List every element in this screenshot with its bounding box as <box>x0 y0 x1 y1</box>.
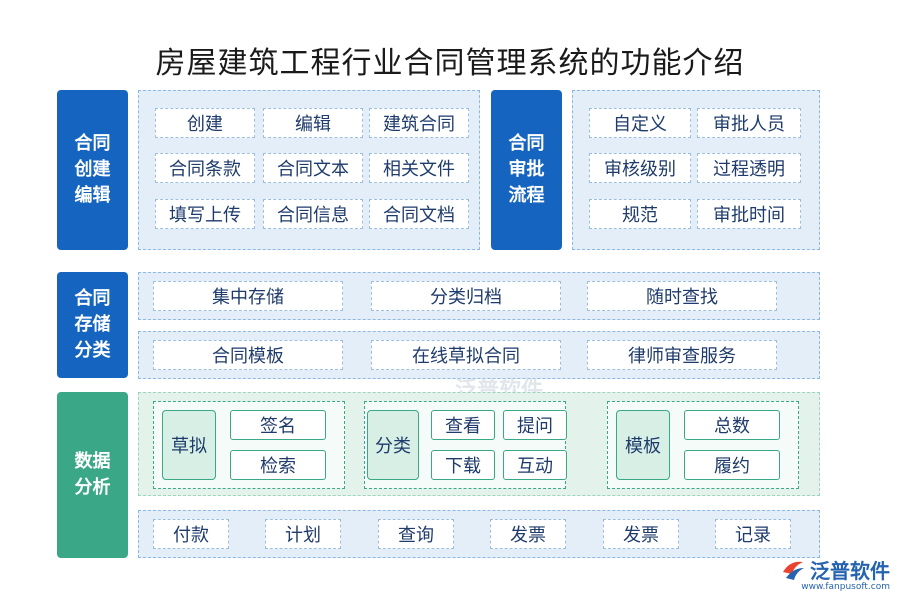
storage-item: 集中存储 <box>153 281 343 311</box>
analysis-group-template: 模板 总数 履约 <box>607 401 799 489</box>
create-item: 创建 <box>155 108 255 138</box>
storage-item: 随时查找 <box>587 281 777 311</box>
approval-item: 规范 <box>589 199 691 229</box>
approval-item: 自定义 <box>589 108 691 138</box>
storage-panel-row2: 合同模板 在线草拟合同 律师审查服务 <box>138 331 820 379</box>
group-category: 模板 <box>616 410 670 480</box>
group-category: 分类 <box>367 410 419 480</box>
logo-name: 泛普软件 <box>810 559 890 583</box>
group-item: 查看 <box>431 410 495 440</box>
storage-item: 在线草拟合同 <box>371 340 561 370</box>
group-item: 互动 <box>503 450 567 480</box>
analysis-group-category: 分类 查看 提问 下载 互动 <box>364 401 567 489</box>
section-label-storage: 合同 存储 分类 <box>57 272 128 378</box>
logo-url: www.fanpusoft.com <box>801 582 890 592</box>
create-item: 编辑 <box>263 108 363 138</box>
section-label-create: 合同 创建 编辑 <box>57 90 128 250</box>
analysis-item: 查询 <box>378 519 454 549</box>
group-item: 检索 <box>230 450 326 480</box>
create-item: 合同条款 <box>155 153 255 183</box>
section-label-approval: 合同 审批 流程 <box>491 90 562 250</box>
storage-item: 律师审查服务 <box>587 340 777 370</box>
create-item: 合同文档 <box>369 199 469 229</box>
storage-item: 分类归档 <box>371 281 561 311</box>
analysis-item: 发票 <box>603 519 679 549</box>
create-item: 相关文件 <box>369 153 469 183</box>
storage-item: 合同模板 <box>153 340 343 370</box>
brand-logo: 泛普软件 www.fanpusoft.com <box>780 555 890 592</box>
page-title: 房屋建筑工程行业合同管理系统的功能介绍 <box>155 46 745 81</box>
group-item: 签名 <box>230 410 326 440</box>
analysis-item: 计划 <box>265 519 341 549</box>
group-item: 履约 <box>684 450 780 480</box>
analysis-item: 记录 <box>715 519 791 549</box>
approval-item: 审批人员 <box>697 108 801 138</box>
analysis-groups-panel: 草拟 签名 检索 分类 查看 提问 下载 互动 模板 总数 履约 <box>138 392 820 496</box>
create-item: 合同信息 <box>263 199 363 229</box>
analysis-item: 发票 <box>490 519 566 549</box>
create-item: 合同文本 <box>263 153 363 183</box>
analysis-group-draft: 草拟 签名 检索 <box>153 401 345 489</box>
create-item: 填写上传 <box>155 199 255 229</box>
approval-item: 过程透明 <box>697 153 801 183</box>
create-panel: 创建 编辑 建筑合同 合同条款 合同文本 相关文件 填写上传 合同信息 合同文档 <box>138 90 480 250</box>
section-label-analysis: 数据 分析 <box>57 392 128 558</box>
fanpu-logo-icon <box>783 561 804 580</box>
group-item: 提问 <box>503 410 567 440</box>
group-category: 草拟 <box>162 410 216 480</box>
create-item: 建筑合同 <box>369 108 469 138</box>
group-item: 总数 <box>684 410 780 440</box>
approval-panel: 自定义 审批人员 审核级别 过程透明 规范 审批时间 <box>572 90 820 250</box>
approval-item: 审核级别 <box>589 153 691 183</box>
storage-panel-row1: 集中存储 分类归档 随时查找 <box>138 272 820 320</box>
approval-item: 审批时间 <box>697 199 801 229</box>
analysis-item: 付款 <box>153 519 229 549</box>
analysis-bottom-panel: 付款 计划 查询 发票 发票 记录 <box>138 510 820 558</box>
group-item: 下载 <box>431 450 495 480</box>
